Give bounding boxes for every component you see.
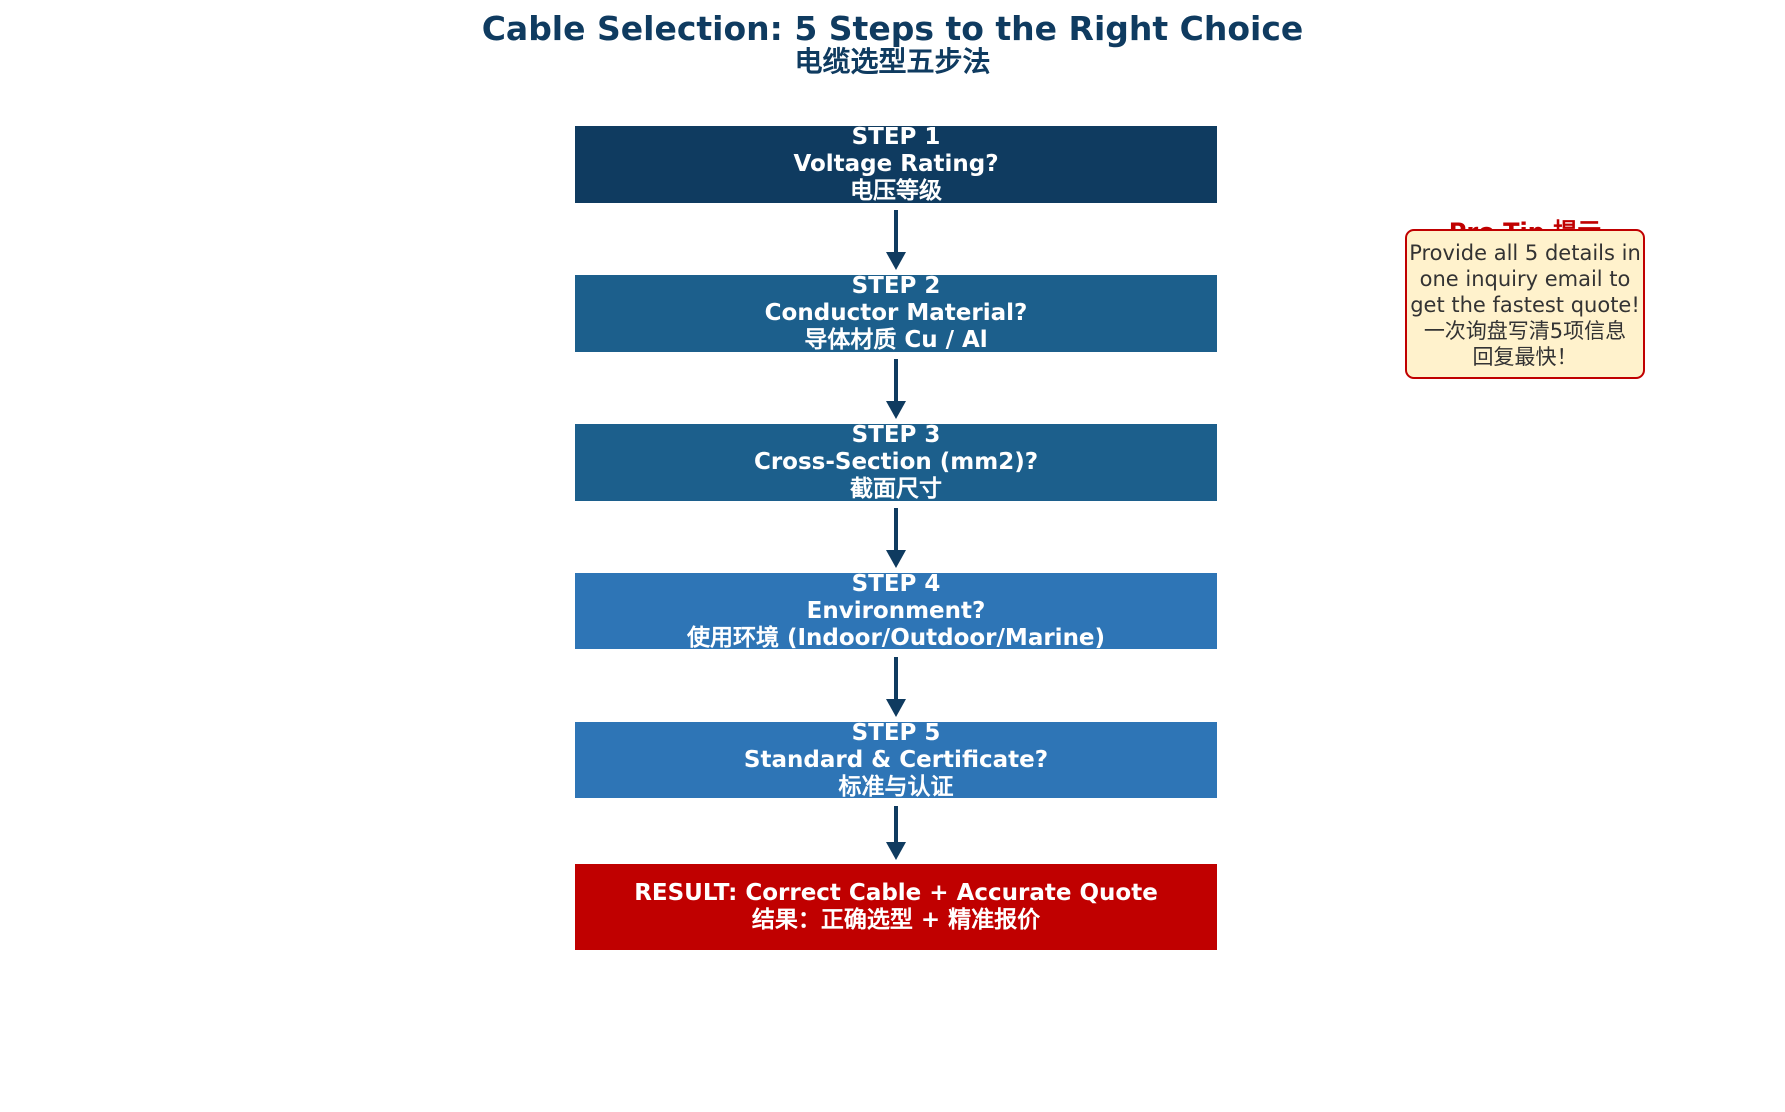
step-label: STEP 2 (851, 273, 941, 299)
step-label: STEP 3 (851, 422, 941, 448)
diagram-title-en: Cable Selection: 5 Steps to the Right Ch… (481, 9, 1304, 48)
step-box-5: STEP 5 Standard & Certificate? 标准与认证 (575, 719, 1217, 800)
step-box-3: STEP 3 Cross-Section (mm2)? 截面尺寸 (575, 422, 1217, 502)
arrow-down-icon (886, 806, 906, 860)
step-question-en: Voltage Rating? (793, 151, 999, 177)
tip-line: Provide all 5 details in (1409, 241, 1641, 265)
step-question-en: Environment? (806, 597, 986, 624)
tip-line: 回复最快！ (1472, 345, 1578, 369)
result-box: RESULT: Correct Cable + Accurate Quote 结… (575, 864, 1217, 950)
tip-callout: Provide all 5 details in one inquiry ema… (1405, 229, 1645, 379)
step-question-zh: 电压等级 (850, 178, 942, 204)
step-question-en: Conductor Material? (764, 300, 1028, 326)
step-label: STEP 4 (851, 570, 941, 597)
arrow-down-icon (886, 359, 906, 419)
step-question-zh: 使用环境 (Indoor/Outdoor/Marine) (686, 624, 1106, 651)
result-text-zh: 结果：正确选型 + 精准报价 (751, 907, 1041, 933)
step-label: STEP 5 (851, 719, 941, 746)
tip-line: one inquiry email to (1419, 267, 1631, 291)
step-box-4: STEP 4 Environment? 使用环境 (Indoor/Outdoor… (575, 570, 1217, 651)
step-box-2: STEP 2 Conductor Material? 导体材质 Cu / Al (575, 273, 1217, 353)
step-label: STEP 1 (851, 124, 941, 150)
step-question-zh: 截面尺寸 (850, 476, 942, 502)
arrow-down-icon (886, 508, 906, 568)
diagram-title-zh: 电缆选型五步法 (794, 45, 991, 78)
tip-line: get the fastest quote! (1410, 293, 1640, 317)
arrow-down-icon (886, 210, 906, 270)
result-text-en: RESULT: Correct Cable + Accurate Quote (634, 880, 1158, 906)
tip-line: 一次询盘写清5项信息 (1423, 319, 1627, 343)
step-question-zh: 导体材质 Cu / Al (804, 327, 988, 353)
step-question-zh: 标准与认证 (838, 773, 954, 800)
step-question-en: Cross-Section (mm2)? (753, 449, 1039, 475)
step-question-en: Standard & Certificate? (743, 746, 1049, 773)
step-box-1: STEP 1 Voltage Rating? 电压等级 (575, 124, 1217, 204)
arrow-down-icon (886, 657, 906, 717)
